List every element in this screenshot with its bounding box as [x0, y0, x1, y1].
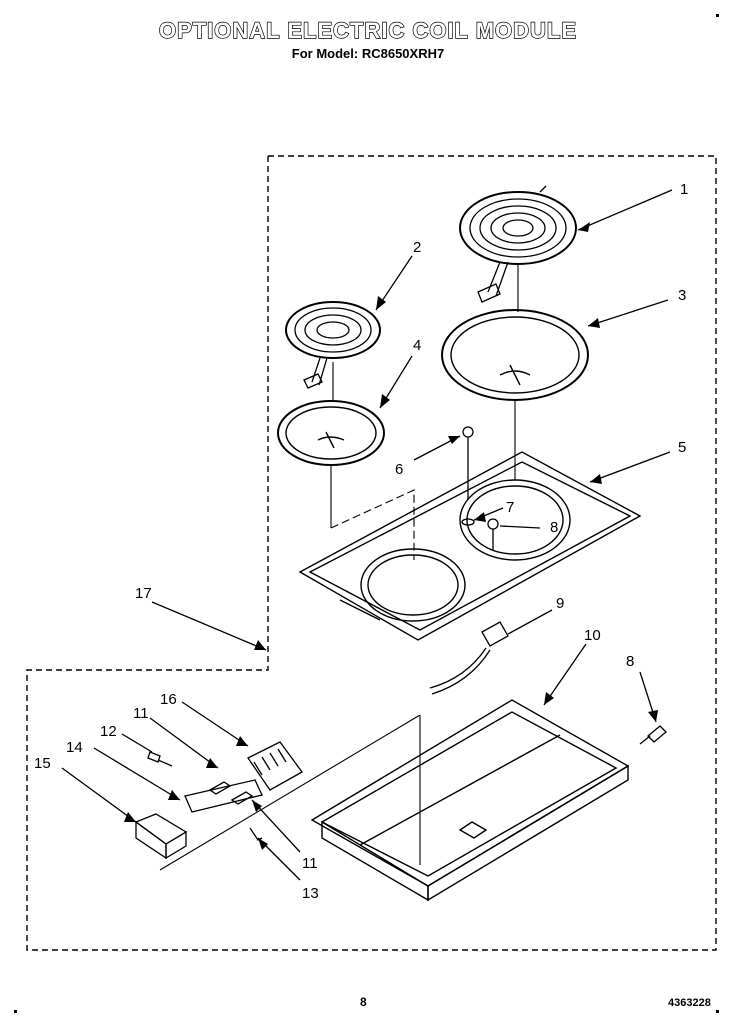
callout-16: 16	[160, 691, 177, 708]
corner-mark	[716, 14, 719, 17]
callout-12: 12	[100, 723, 117, 740]
clip-13	[249, 827, 263, 841]
callout-8b: 8	[626, 653, 634, 670]
box-screw	[639, 725, 667, 745]
assembly-lines	[159, 265, 519, 871]
panel-screws	[461, 426, 499, 550]
small-drip-bowl	[277, 400, 385, 466]
terminal-block	[247, 741, 303, 791]
wire-harness	[429, 621, 509, 695]
page-number: 8	[360, 995, 367, 1009]
page-title: OPTIONAL ELECTRIC COIL MODULE	[158, 17, 578, 43]
callout-1: 1	[680, 181, 688, 198]
callout-17: 17	[135, 585, 152, 602]
callout-5: 5	[678, 439, 686, 456]
screw-12	[147, 751, 173, 767]
callout-2: 2	[413, 239, 421, 256]
callout-7: 7	[506, 499, 514, 516]
corner-mark	[14, 1010, 17, 1013]
arrow-heads	[124, 222, 658, 850]
callout-15: 15	[34, 755, 51, 772]
callout-arrows	[61, 189, 673, 881]
callout-labels: 1 2 3 4 5 6 7 8 8 9 10 11 11 12 13 14 15…	[34, 181, 688, 902]
housing-15	[134, 813, 188, 860]
module-outline	[26, 155, 717, 951]
callout-8a: 8	[550, 519, 558, 536]
callout-14: 14	[66, 739, 83, 756]
cooktop-panel	[298, 451, 642, 641]
callout-3: 3	[678, 287, 686, 304]
callout-11b: 11	[302, 855, 318, 872]
corner-mark	[716, 1010, 719, 1013]
callout-11a: 11	[133, 705, 149, 722]
callout-9: 9	[556, 595, 564, 612]
callout-6: 6	[395, 461, 403, 478]
document-number: 4363228	[668, 997, 711, 1009]
mounting-bracket	[184, 779, 263, 813]
callout-4: 4	[413, 337, 421, 354]
large-surface-element	[459, 185, 577, 303]
burner-box	[310, 699, 630, 902]
callout-13: 13	[302, 885, 319, 902]
model-subtitle: For Model: RC8650XRH7	[291, 46, 445, 61]
small-surface-element	[285, 301, 381, 389]
callout-10: 10	[584, 627, 601, 644]
large-drip-bowl	[441, 309, 589, 401]
